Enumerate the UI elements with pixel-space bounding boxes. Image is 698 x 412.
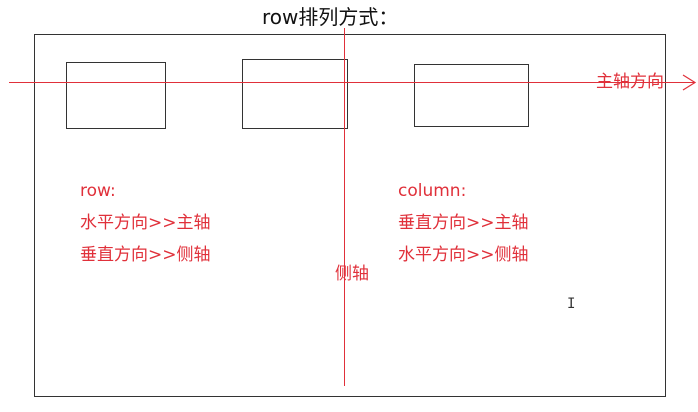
main-axis-line [9, 82, 695, 83]
flex-item-1 [66, 62, 166, 129]
diagram-title: row排列方式： [262, 5, 399, 29]
flex-item-3 [414, 64, 529, 127]
cross-axis-label: 侧轴 [335, 264, 369, 284]
text-cursor-icon: I [567, 296, 576, 312]
column-heading: column: [398, 181, 467, 201]
column-cross-axis-text: 水平方向>>侧轴 [398, 245, 529, 265]
row-heading: row: [80, 181, 116, 201]
row-cross-axis-text: 垂直方向>>侧轴 [80, 245, 211, 265]
main-axis-label: 主轴方向 [596, 72, 664, 92]
flex-container [34, 34, 666, 397]
column-main-axis-text: 垂直方向>>主轴 [398, 213, 529, 233]
flex-item-2 [242, 59, 348, 129]
row-main-axis-text: 水平方向>>主轴 [80, 213, 211, 233]
cross-axis-line [344, 28, 345, 386]
